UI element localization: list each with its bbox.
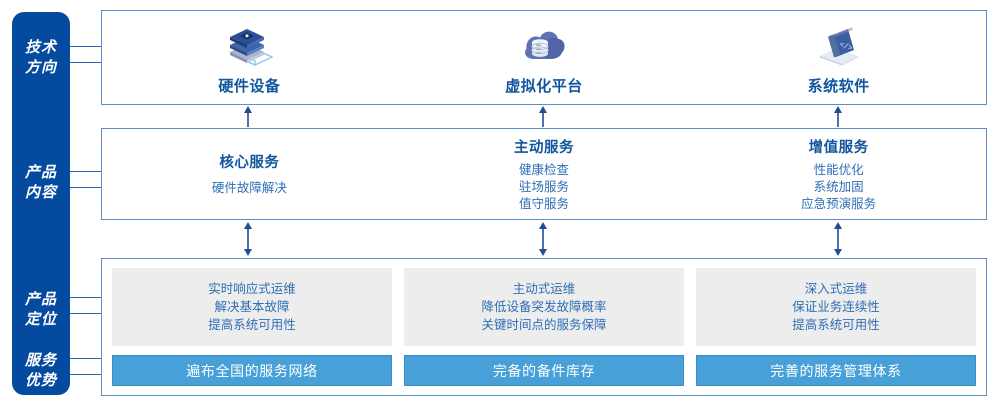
connector-line-content-upper [70,171,102,172]
product-content-panel: 核心服务 硬件故障解决 主动服务 健康检查 驻场服务 值守服务 增值服务 性能优… [101,128,987,220]
rail-label-line-2: 定位 [24,311,57,328]
content-item: 值守服务 [519,196,570,211]
rail-label-product-positioning: 产品 定位 [12,290,70,330]
arrow-double-hardware [241,222,255,256]
positioning-line: 主动式运维 [512,282,576,296]
content-column-title: 主动服务 [514,139,574,156]
rail-label-line-2: 方向 [24,59,57,76]
content-item: 驻场服务 [519,179,570,194]
content-column-title: 增值服务 [808,139,869,156]
content-column-core-service[interactable]: 核心服务 硬件故障解决 [102,129,397,219]
cloud-database-icon [517,23,571,69]
positioning-line: 提高系统可用性 [208,318,296,332]
connector-line-tech-upper [70,46,102,47]
category-rail: 技术 方向 产品 内容 产品 定位 服务 优势 [12,12,70,395]
rail-label-line-1: 产品 [24,164,57,181]
arrow-double-virtualization [536,222,550,256]
positioning-line: 提高系统可用性 [792,318,880,332]
rail-label-line-2: 优势 [24,372,57,389]
content-item: 系统加固 [813,179,864,194]
connector-line-tech-lower [70,62,102,63]
positioning-column-2: 主动式运维 降低设备突发故障概率 关键时间点的服务保障 完备的备件库存 [404,268,684,386]
connector-line-positioning-upper [70,297,102,298]
technology-item-virtualization[interactable]: 虚拟化平台 [397,11,692,104]
positioning-column-3: 深入式运维 保证业务连续性 提高系统可用性 完善的服务管理体系 [696,268,976,386]
positioning-line: 解决基本故障 [214,300,290,314]
content-column-proactive-service[interactable]: 主动服务 健康检查 驻场服务 值守服务 [397,129,692,219]
technology-item-label: 虚拟化平台 [505,78,583,95]
server-stack-icon [222,23,276,69]
rail-label-service-advantage: 服务 优势 [12,351,70,391]
technology-item-label: 系统软件 [807,78,870,95]
content-column-value-added-service[interactable]: 增值服务 性能优化 系统加固 应急预演服务 [691,129,986,219]
positioning-line: 实时响应式运维 [208,282,296,296]
arrow-up-hardware [241,106,255,127]
rail-label-line-1: 技术 [24,39,57,56]
svg-text:</>: </> [838,39,854,52]
positioning-box-2[interactable]: 主动式运维 降低设备突发故障概率 关键时间点的服务保障 [404,268,684,346]
technology-item-hardware[interactable]: 硬件设备 [102,11,397,104]
connector-line-advantage-upper [70,358,102,359]
content-item: 健康检查 [519,162,570,177]
technology-item-system-software[interactable]: </> 系统软件 [691,11,986,104]
advantage-bar-3[interactable]: 完善的服务管理体系 [696,355,976,386]
rail-label-line-2: 内容 [24,184,57,201]
arrow-up-system-software [831,106,845,127]
positioning-box-1[interactable]: 实时响应式运维 解决基本故障 提高系统可用性 [112,268,392,346]
connector-line-content-lower [70,187,102,188]
content-item: 硬件故障解决 [211,181,287,195]
positioning-line: 深入式运维 [804,282,868,296]
laptop-code-icon: </> [810,23,868,69]
connector-line-positioning-lower [70,313,102,314]
advantage-bar-1[interactable]: 遍布全国的服务网络 [112,355,392,386]
positioning-column-1: 实时响应式运维 解决基本故障 提高系统可用性 遍布全国的服务网络 [112,268,392,386]
content-item: 应急预演服务 [801,196,877,211]
technology-direction-panel: 硬件设备 [101,10,987,105]
rail-label-line-1: 服务 [24,352,57,369]
content-column-title: 核心服务 [219,155,280,171]
advantage-bar-2[interactable]: 完备的备件库存 [404,355,684,386]
rail-label-line-1: 产品 [24,291,57,308]
positioning-line: 保证业务连续性 [792,300,880,314]
positioning-box-3[interactable]: 深入式运维 保证业务连续性 提高系统可用性 [696,268,976,346]
rail-label-technology-direction: 技术 方向 [12,38,70,78]
arrow-up-virtualization [536,106,550,127]
positioning-line: 降低设备突发故障概率 [481,300,607,314]
technology-item-label: 硬件设备 [218,78,281,95]
positioning-advantage-panel: 实时响应式运维 解决基本故障 提高系统可用性 遍布全国的服务网络 主动式运维 降… [101,258,987,396]
content-item: 性能优化 [813,162,864,177]
arrow-double-system-software [831,222,845,256]
positioning-line: 关键时间点的服务保障 [481,318,607,332]
connector-line-advantage-lower [70,374,102,375]
rail-label-product-content: 产品 内容 [12,163,70,203]
